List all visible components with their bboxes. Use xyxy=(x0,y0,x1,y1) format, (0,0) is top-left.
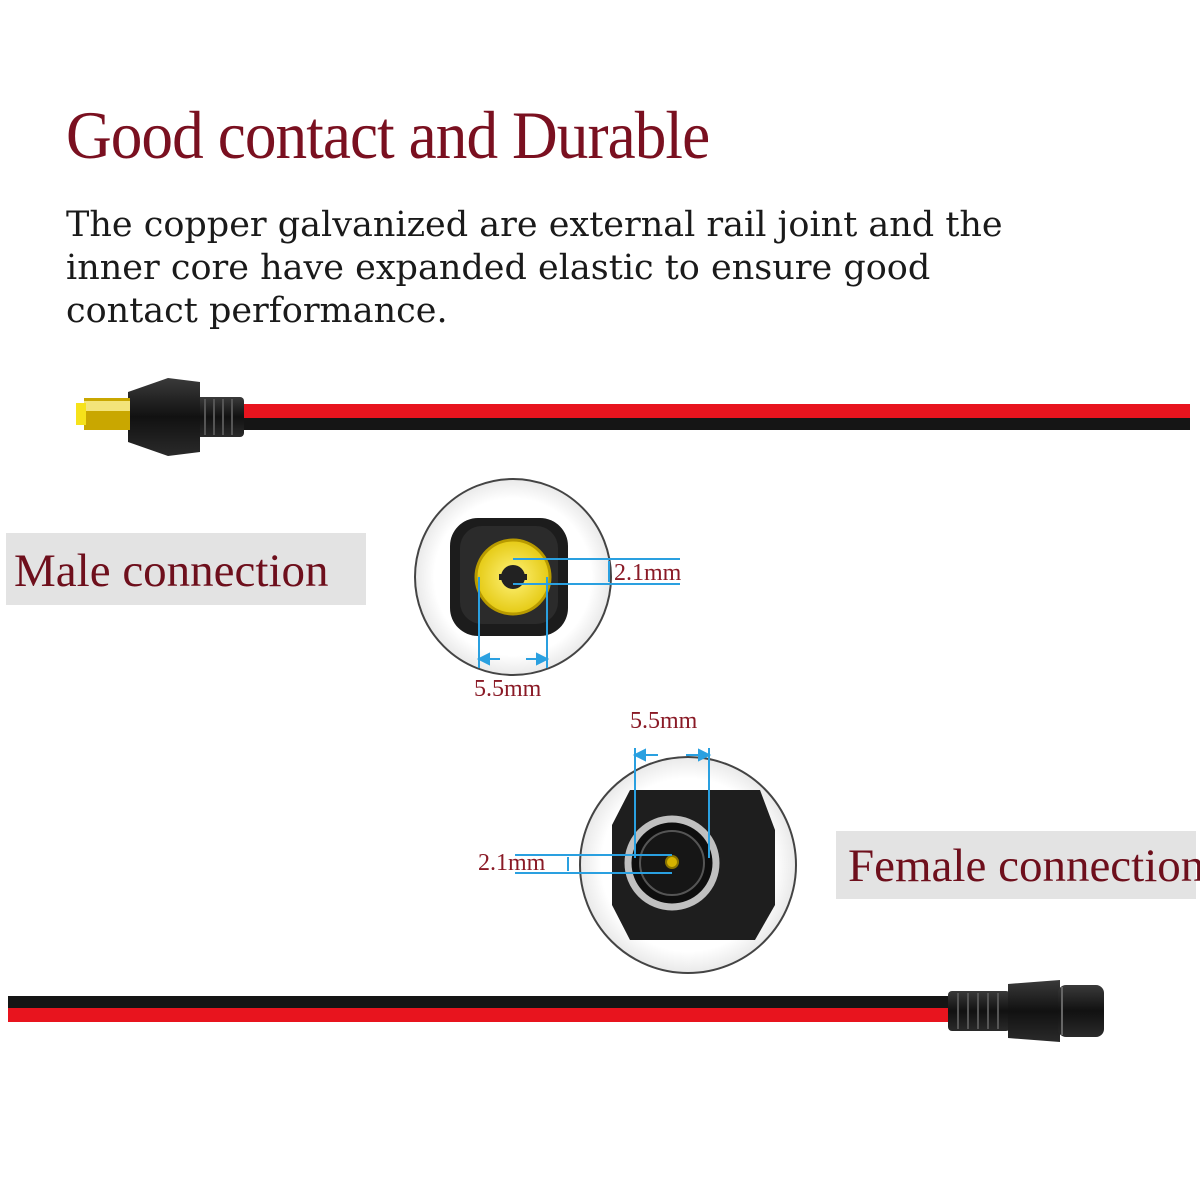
female-inner-diameter: 2.1mm xyxy=(478,850,546,876)
female-cable xyxy=(8,980,1104,1042)
female-plug-head xyxy=(1058,985,1104,1037)
male-cable xyxy=(76,378,1190,456)
female-outer-diameter: 5.5mm xyxy=(630,708,698,734)
male-tip xyxy=(76,403,86,425)
black-wire xyxy=(240,418,1190,430)
black-wire-bottom xyxy=(8,996,958,1008)
page-heading: Good contact and Durable xyxy=(66,97,710,173)
male-connection-label: Male connection xyxy=(6,533,366,605)
strain-relief xyxy=(196,397,244,437)
female-center-pin xyxy=(665,855,679,869)
red-wire xyxy=(240,404,1190,418)
male-plug-body xyxy=(128,378,200,456)
female-connection-label: Female connection xyxy=(836,831,1200,899)
male-dimension-lines xyxy=(476,558,680,668)
female-closeup xyxy=(579,756,797,974)
male-outer-diameter: 5.5mm xyxy=(474,676,542,702)
product-description: The copper galvanized are external rail … xyxy=(66,205,1003,331)
male-inner-diameter: 2.1mm xyxy=(614,560,682,586)
male-closeup xyxy=(414,478,612,676)
female-dimension-lines xyxy=(515,748,712,874)
female-plug-body xyxy=(1008,980,1060,1042)
red-wire-bottom xyxy=(8,1008,958,1022)
